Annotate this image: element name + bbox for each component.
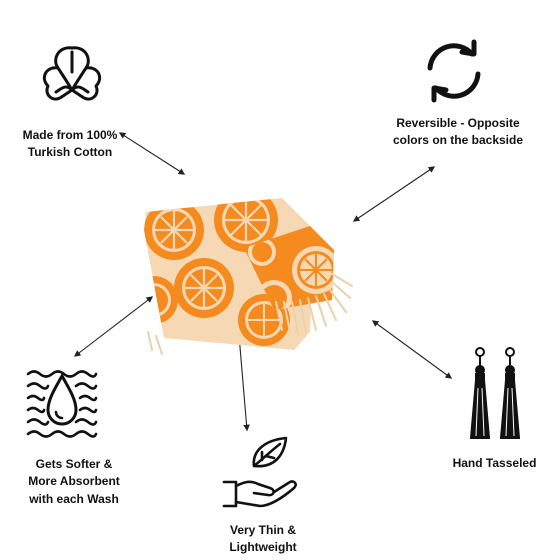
water-drop-waves-icon bbox=[26, 370, 98, 438]
folded-orange-slice-towel bbox=[144, 198, 353, 355]
tassel-label: Hand Tasseled bbox=[452, 456, 537, 470]
arrow-cotton bbox=[118, 132, 186, 175]
cotton-flower-icon bbox=[42, 46, 102, 101]
arrow-lightweight bbox=[236, 333, 250, 432]
leaf-over-hand-icon bbox=[222, 436, 297, 508]
arrow-absorbent bbox=[73, 296, 154, 357]
arrow-reversible bbox=[352, 166, 436, 222]
reversible-label: Reversible - Opposite colors on the back… bbox=[392, 116, 524, 148]
tassels-icon bbox=[469, 347, 521, 439]
refresh-arrows-icon bbox=[427, 39, 481, 103]
arrow-tassel bbox=[371, 320, 453, 379]
cotton-label: Made from 100% Turkish Cotton bbox=[22, 128, 118, 160]
absorbent-label: Gets Softer & More Absorbent with each W… bbox=[28, 457, 120, 506]
lightweight-label: Very Thin & Lightweight bbox=[229, 523, 297, 555]
